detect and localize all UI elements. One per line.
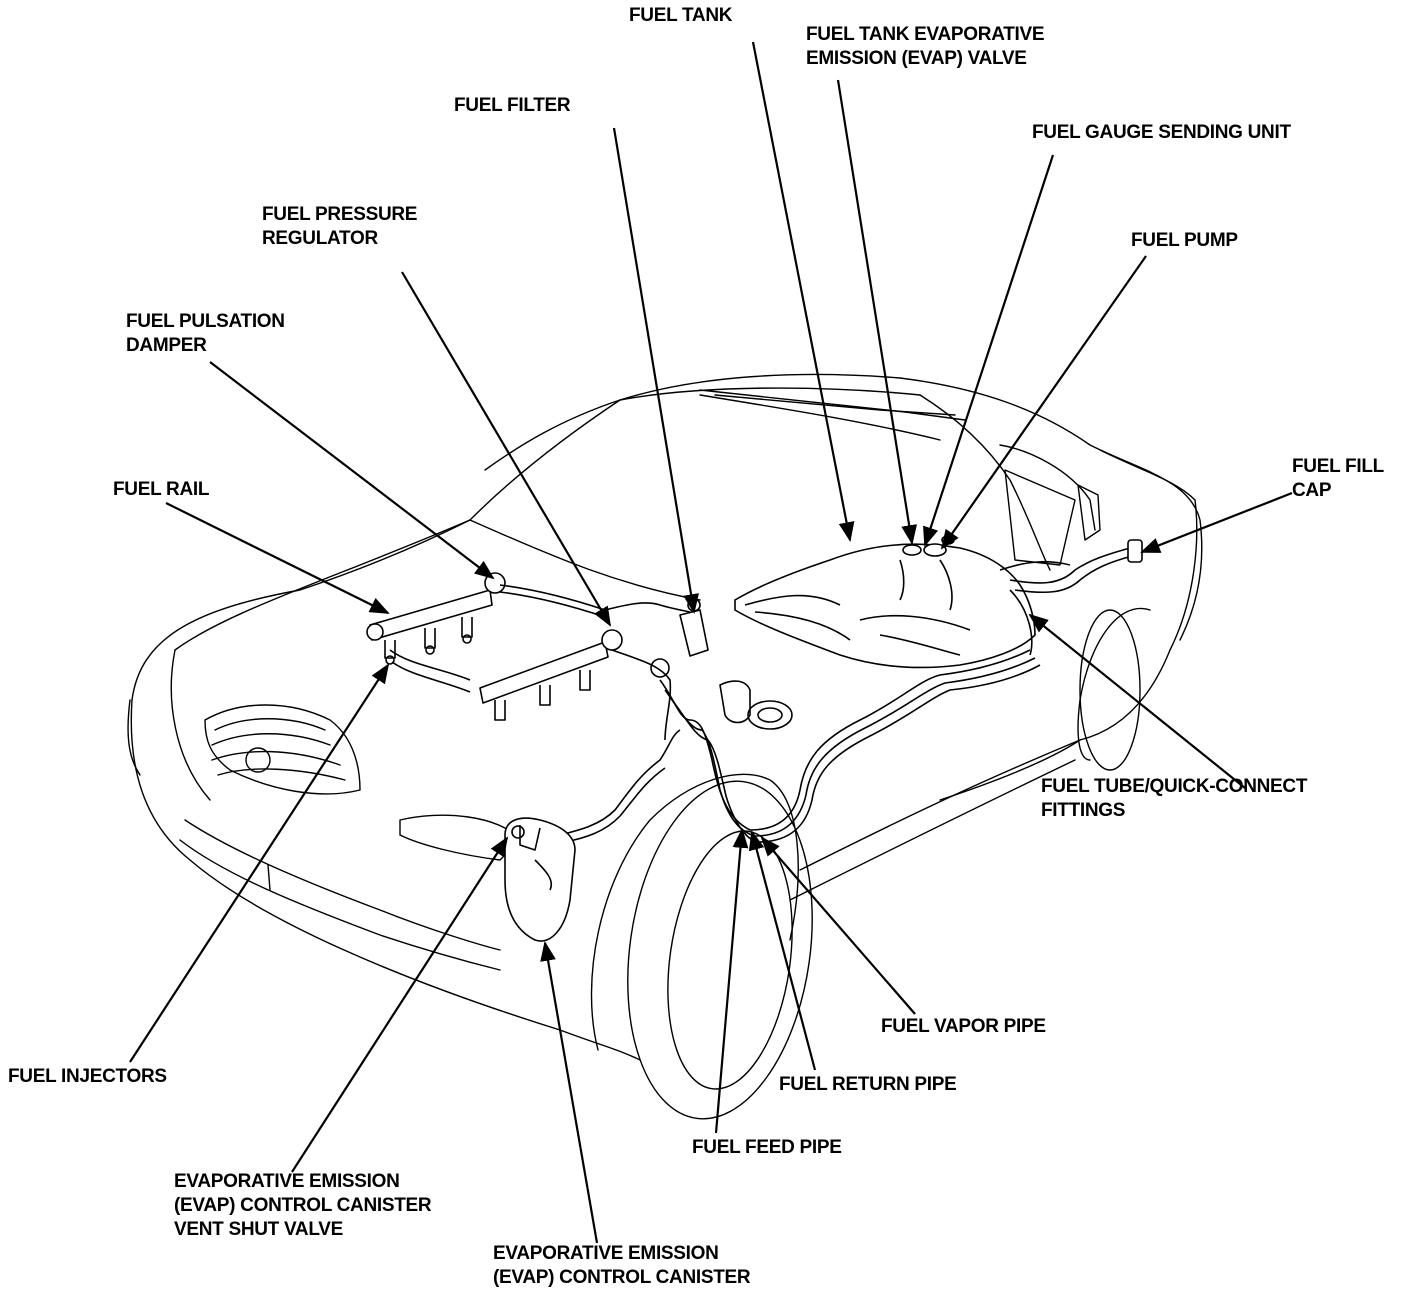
label-line: EMISSION (EVAP) VALVE: [806, 48, 1027, 69]
label-line: FUEL FEED PIPE: [692, 1137, 842, 1158]
label-line: CAP: [1292, 480, 1332, 501]
label-fuel-pressure-regulator: FUEL PRESSURE REGULATOR: [262, 203, 417, 251]
label-line: FUEL TANK: [629, 5, 733, 26]
label-line: FUEL PULSATION: [126, 311, 285, 332]
label-fuel-rail: FUEL RAIL: [113, 478, 209, 502]
leader-fuel-fill-cap: [1140, 491, 1293, 554]
leader-fuel-pump: [940, 255, 1147, 550]
label-evap-control-canister: EVAPORATIVE EMISSION (EVAP) CONTROL CANI…: [493, 1242, 751, 1290]
label-fuel-tank: FUEL TANK: [629, 4, 733, 28]
label-fuel-filter: FUEL FILTER: [454, 94, 571, 118]
leader-fuel-gauge-sending-unit: [923, 154, 1055, 547]
leader-lines: [129, 41, 1293, 1244]
label-line: REGULATOR: [262, 228, 378, 249]
label-line: FUEL VAPOR PIPE: [881, 1016, 1046, 1037]
label-line: EVAPORATIVE EMISSION: [174, 1171, 400, 1192]
label-line: FUEL TANK EVAPORATIVE: [806, 24, 1045, 45]
label-line: EVAPORATIVE EMISSION: [493, 1243, 719, 1264]
label-evap-canister-vent-shut-valve: EVAPORATIVE EMISSION (EVAP) CONTROL CANI…: [174, 1170, 432, 1242]
label-line: (EVAP) CONTROL CANISTER: [493, 1267, 751, 1288]
label-line: (EVAP) CONTROL CANISTER: [174, 1195, 432, 1216]
leader-fuel-return-pipe: [748, 830, 817, 1071]
leader-fuel-tube-quick-connect: [1028, 613, 1246, 789]
label-line: FUEL TUBE/QUICK-CONNECT: [1041, 776, 1308, 797]
leader-fuel-vapor-pipe: [760, 836, 916, 1015]
label-line: FUEL PRESSURE: [262, 204, 418, 225]
label-fuel-tube-quick-connect: FUEL TUBE/QUICK-CONNECT FITTINGS: [1041, 775, 1307, 823]
label-line: FITTINGS: [1041, 800, 1126, 821]
car-body: [127, 373, 1203, 1120]
label-line: FUEL GAUGE SENDING UNIT: [1032, 122, 1291, 143]
label-fuel-injectors: FUEL INJECTORS: [8, 1065, 167, 1089]
leader-fuel-feed-pipe: [714, 828, 749, 1134]
label-line: FUEL PUMP: [1131, 230, 1238, 251]
label-line: FUEL FILL: [1292, 456, 1384, 477]
label-line: FUEL FILTER: [454, 95, 571, 116]
label-line: VENT SHUT VALVE: [174, 1219, 343, 1240]
leader-fuel-pressure-regulator: [401, 271, 612, 627]
label-fuel-feed-pipe: FUEL FEED PIPE: [692, 1136, 842, 1160]
label-line: FUEL INJECTORS: [8, 1066, 167, 1087]
label-fuel-return-pipe: FUEL RETURN PIPE: [779, 1073, 957, 1097]
leader-evap-control-canister: [540, 941, 599, 1244]
label-fuel-tank-evap-valve: FUEL TANK EVAPORATIVE EMISSION (EVAP) VA…: [806, 23, 1045, 71]
leader-fuel-tank: [751, 41, 855, 542]
leader-fuel-pulsation-damper: [209, 361, 495, 580]
leader-fuel-injectors: [129, 663, 390, 1063]
label-fuel-fill-cap: FUEL FILL CAP: [1292, 455, 1384, 503]
label-line: FUEL RETURN PIPE: [779, 1074, 957, 1095]
label-line: DAMPER: [126, 335, 207, 356]
leader-fuel-rail: [165, 502, 390, 614]
label-fuel-pump: FUEL PUMP: [1131, 229, 1238, 253]
label-fuel-pulsation-damper: FUEL PULSATION DAMPER: [126, 310, 285, 358]
label-fuel-gauge-sending-unit: FUEL GAUGE SENDING UNIT: [1032, 121, 1291, 145]
fuel-system-parts: [366, 535, 1143, 942]
label-line: FUEL RAIL: [113, 479, 210, 500]
label-fuel-vapor-pipe: FUEL VAPOR PIPE: [881, 1015, 1046, 1039]
leader-evap-canister-vent-shut-valve: [291, 836, 509, 1173]
leader-fuel-filter: [612, 127, 699, 614]
leader-fuel-tank-evap-valve: [836, 79, 918, 545]
